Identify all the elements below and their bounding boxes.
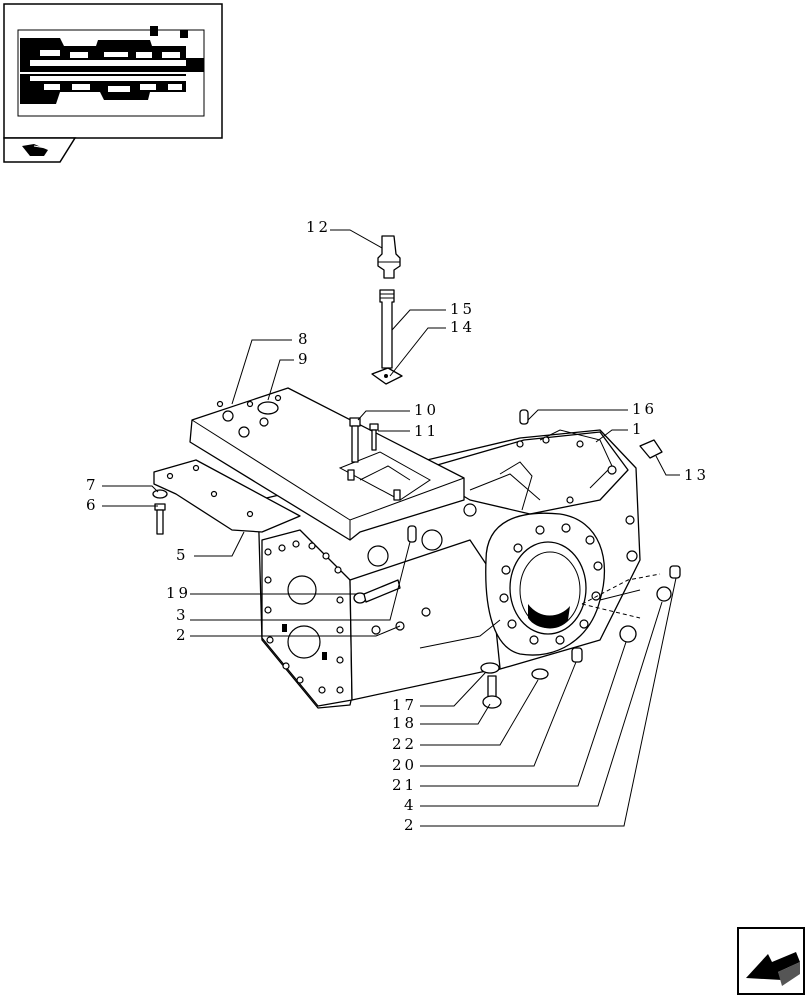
callout-2-upper: 2 — [176, 626, 189, 644]
callout-12: 12 — [306, 218, 331, 236]
callout-22: 22 — [392, 735, 417, 753]
callout-16: 16 — [632, 400, 657, 418]
part-16-dowel — [519, 409, 529, 425]
transmission-housing — [257, 429, 641, 709]
arrow-down-left-icon — [746, 952, 800, 986]
navigation-arrow-button[interactable] — [737, 927, 805, 995]
part-14-flange — [371, 367, 403, 385]
part-18-bolt — [482, 675, 502, 709]
callout-17: 17 — [392, 696, 417, 714]
part-9-plug — [257, 401, 279, 415]
wrench-icon — [22, 144, 48, 156]
callout-6: 6 — [86, 496, 99, 514]
callout-7: 7 — [86, 476, 99, 494]
part-17-washer — [480, 662, 500, 674]
thumbnail-panel[interactable] — [3, 3, 223, 163]
callout-5: 5 — [176, 546, 189, 564]
part-13-plug — [639, 439, 663, 459]
part-10-bolt — [349, 417, 361, 463]
part-11-bolt — [369, 423, 379, 451]
callout-9: 9 — [298, 350, 311, 368]
part-22-seal — [531, 668, 549, 680]
callout-15: 15 — [450, 300, 475, 318]
callout-20: 20 — [392, 756, 417, 774]
part-4-plug — [656, 586, 672, 602]
callout-21: 21 — [392, 776, 417, 794]
boss-bolt-holes — [499, 523, 603, 645]
top-cover-plate — [189, 387, 465, 541]
part-7-washer — [152, 489, 168, 499]
callout-11: 11 — [414, 422, 439, 440]
part-21-plug — [619, 625, 637, 643]
leader-lines — [102, 229, 680, 827]
callout-14: 14 — [450, 318, 475, 336]
part-6-bolt — [154, 503, 166, 535]
side-holes — [367, 436, 638, 635]
callout-4: 4 — [404, 796, 417, 814]
thumbnail-drawing — [17, 26, 205, 117]
front-face-holes — [264, 540, 344, 694]
callout-8: 8 — [298, 330, 311, 348]
callout-19: 19 — [166, 584, 191, 602]
bottom-gasket-plate — [153, 459, 301, 533]
part-15-tube — [379, 289, 395, 369]
callout-3: 3 — [176, 606, 189, 624]
callout-10: 10 — [414, 401, 439, 419]
callout-1: 1 — [632, 420, 645, 438]
callout-13: 13 — [684, 466, 709, 484]
part-3-dowel — [407, 525, 417, 543]
part-20-dowel — [571, 647, 583, 663]
callout-18: 18 — [392, 714, 417, 732]
part-2-dowel — [669, 565, 681, 579]
part-12-breather — [377, 235, 401, 279]
part-19-stud — [353, 579, 401, 604]
callout-labels: 12 15 14 8 9 10 11 16 1 13 7 6 5 19 3 2 … — [86, 218, 709, 834]
callout-2-lower: 2 — [404, 816, 417, 834]
